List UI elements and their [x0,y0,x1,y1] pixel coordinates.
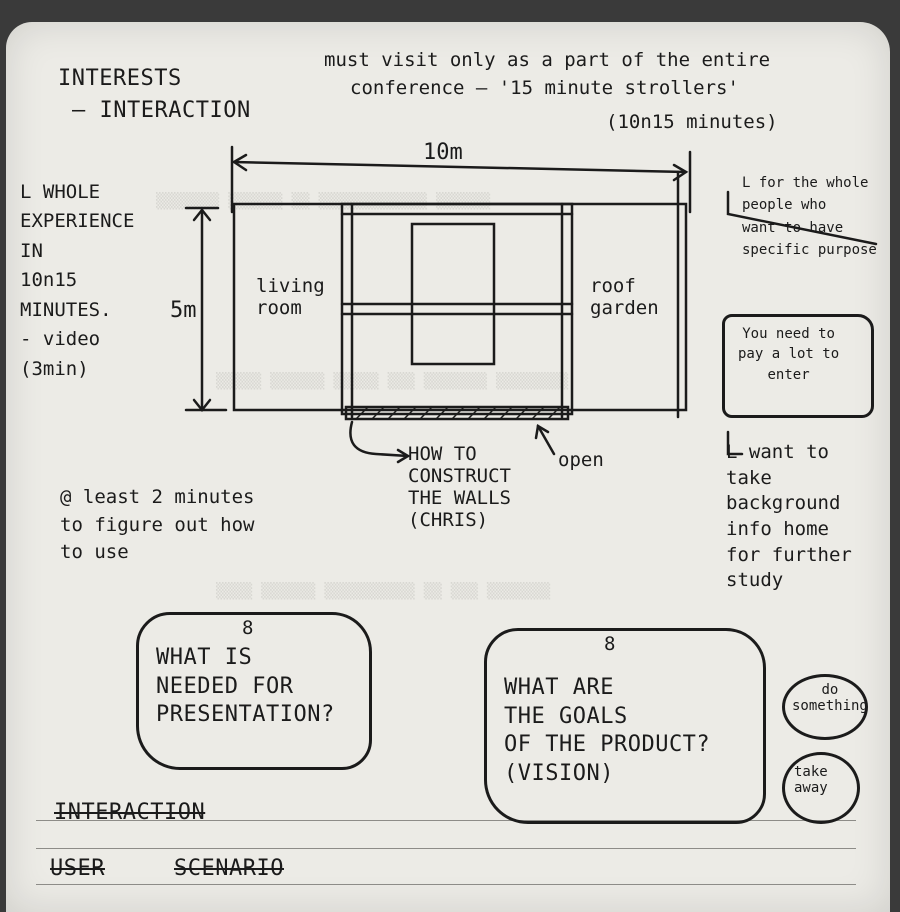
presentation-marker: 8 [242,617,254,639]
top-note-line1: must visit only as a part of the entire [324,49,771,71]
crossed-user: USER [50,856,105,881]
show-through-text: ▒▒▒▒ ▒▒▒▒▒▒ ▒▒▒▒▒▒▒▒▒▒ ▒▒ ▒▒▒ ▒▒▒▒▒▒▒ [216,582,551,600]
right-note-purpose: L for the whole people who want to have … [742,175,877,259]
ruled-line [36,848,856,849]
goals-box [484,628,766,824]
circle-take-away-text: take away [794,764,828,797]
top-note-line2: conference — '15 minute strollers' [350,77,739,99]
height-label: 5m [170,298,197,323]
presentation-question: WHAT IS NEEDED FOR PRESENTATION? [156,645,335,728]
right-note-background: L want to take background info home for … [726,441,852,592]
center-structure [340,202,574,416]
pay-box [722,314,874,418]
roof-garden-label: roof garden [590,275,659,319]
inner-panel [410,222,496,366]
circle-do-something-text: do something [792,682,868,715]
left-note: L WHOLE EXPERIENCE IN 10n15 MINUTES. - v… [20,181,135,380]
top-note-line3: (10n15 minutes) [606,111,778,133]
width-dimension-line [232,160,688,174]
ruled-line [36,884,856,885]
hatched-wall [344,405,570,421]
living-room-label: living room [256,275,325,319]
open-label: open [558,449,604,471]
crossed-scenario: SCENARIO [174,856,284,881]
minutes-note: @ least 2 minutes to figure out how to u… [60,486,255,564]
open-arrow [536,424,556,456]
show-through-text: ▒▒▒▒▒ ▒▒▒▒▒▒ ▒▒▒▒▒ ▒▒▒ ▒▒▒▒▒▒▒ ▒▒▒▒▒▒▒▒ [216,372,569,390]
pay-note: You need to pay a lot to enter [738,326,840,383]
walls-note: HOW TO CONSTRUCT THE WALLS (CHRIS) [408,443,511,531]
ruled-line [36,820,856,821]
presentation-box [136,612,372,770]
circle-do-something [782,674,868,740]
notebook-page: ▒▒▒▒▒▒▒ ▒▒▒▒▒▒ ▒▒ ▒▒▒▒▒▒▒▒▒▒▒▒ ▒▒▒▒▒▒ ▒▒… [6,22,890,912]
walls-arrow [349,420,410,458]
crossed-interaction: INTERACTION [54,800,206,825]
circle-take-away [782,752,860,824]
width-label: 10m [423,140,463,165]
heading-interaction: — INTERACTION [72,98,251,123]
floor-plan-sketch [184,145,878,464]
show-through-text: ▒▒▒▒▒▒▒ ▒▒▒▒▒▒ ▒▒ ▒▒▒▒▒▒▒▒▒▒▒▒ ▒▒▒▒▒▒ [156,192,491,210]
goals-question: WHAT ARE THE GOALS OF THE PRODUCT? (VISI… [504,675,711,786]
goals-marker: 8 [604,633,616,655]
heading-interests: INTERESTS [58,66,182,91]
